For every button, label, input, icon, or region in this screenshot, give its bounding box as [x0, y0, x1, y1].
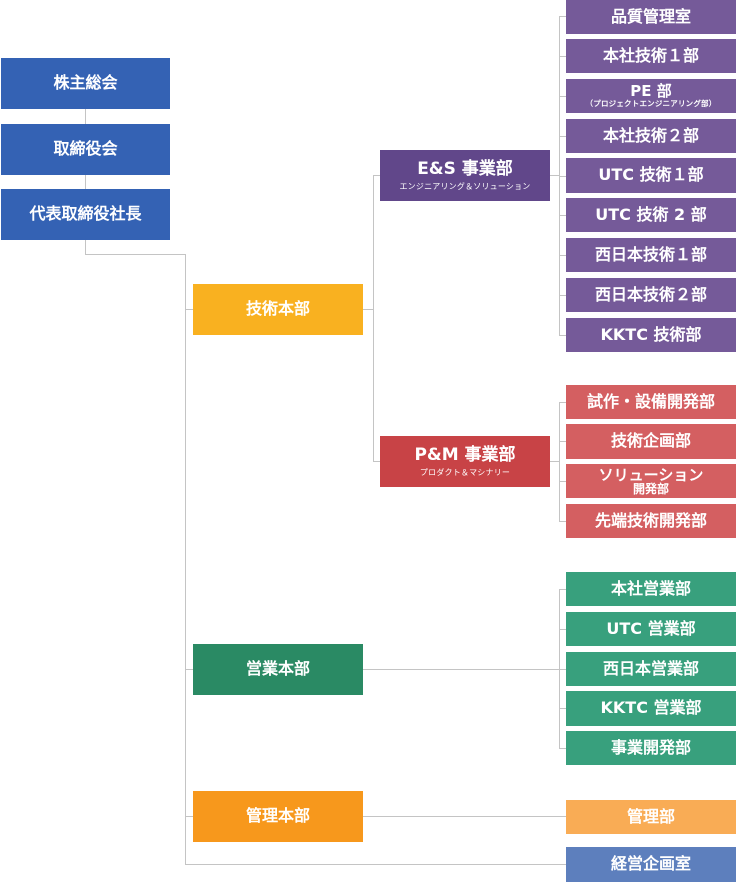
es-business-unit-box[interactable]: E&S 事業部 エンジニアリング＆ソリューション [380, 150, 550, 201]
es-business-unit-subtitle: エンジニアリング＆ソリューション [399, 181, 531, 191]
pm-dept-prototype-box[interactable]: 試作・設備開発部 [566, 385, 736, 419]
board-of-directors-box[interactable]: 取締役会 [1, 124, 170, 175]
dept-label: 管理部 [626, 806, 675, 826]
dept-label: 西日本技術２部 [594, 284, 707, 304]
connector [373, 461, 380, 462]
connector [185, 309, 193, 310]
connector [363, 669, 559, 670]
president-label: 代表取締役社長 [29, 204, 142, 224]
connector [373, 175, 374, 462]
dept-label: 試作・設備開発部 [586, 391, 715, 411]
tech-division-label: 技術本部 [245, 299, 310, 319]
connector [559, 176, 566, 177]
dept-label: 先端技術開発部 [594, 510, 707, 530]
connector [559, 402, 560, 521]
connector [559, 481, 566, 482]
connector [185, 669, 193, 670]
shareholders-meeting-box[interactable]: 株主総会 [1, 58, 170, 109]
connector [559, 521, 566, 522]
connector [559, 136, 566, 137]
es-dept-west-tech2-box[interactable]: 西日本技術２部 [566, 278, 736, 312]
dept-label: 品質管理室 [610, 6, 691, 26]
dept-label: 本社技術１部 [602, 45, 699, 65]
pm-dept-advanced-tech-box[interactable]: 先端技術開発部 [566, 504, 736, 538]
es-dept-hq-tech2-box[interactable]: 本社技術２部 [566, 119, 736, 153]
sales-division-box[interactable]: 営業本部 [193, 644, 363, 695]
pm-dept-tech-planning-box[interactable]: 技術企画部 [566, 424, 736, 459]
dept-label: 本社技術２部 [602, 125, 699, 145]
dept-label: KKTC 営業部 [600, 698, 702, 718]
dept-label: ソリューション [598, 465, 704, 484]
connector [373, 175, 380, 176]
connector [559, 96, 566, 97]
connector [559, 16, 566, 17]
dept-label: UTC 営業部 [606, 618, 696, 638]
shareholders-meeting-label: 株主総会 [53, 73, 118, 93]
admin-division-label: 管理本部 [245, 806, 310, 826]
dept-label: 経営企画室 [610, 854, 691, 874]
president-box[interactable]: 代表取締役社長 [1, 189, 170, 240]
dept-label: 本社営業部 [610, 578, 691, 598]
sales-dept-utc-box[interactable]: UTC 営業部 [566, 612, 736, 646]
pm-business-unit-title: P&M 事業部 [414, 445, 516, 466]
sales-dept-kktc-box[interactable]: KKTC 営業部 [566, 691, 736, 726]
tech-division-box[interactable]: 技術本部 [193, 284, 363, 335]
connector [85, 240, 86, 254]
connector [559, 56, 566, 57]
connector [559, 16, 560, 335]
connector [559, 589, 566, 590]
connector [559, 708, 566, 709]
connector [185, 816, 193, 817]
es-dept-pe-box[interactable]: PE 部 （プロジェクトエンジニアリング部） [566, 79, 736, 113]
pm-business-unit-subtitle: プロダクト＆マシナリー [419, 467, 511, 477]
dept-sublabel: （プロジェクトエンジニアリング部） [585, 99, 717, 109]
dept-label: 技術企画部 [610, 431, 691, 451]
pm-business-unit-box[interactable]: P&M 事業部 プロダクト＆マシナリー [380, 436, 550, 487]
connector [185, 254, 186, 864]
connector [363, 816, 566, 817]
dept-label: PE 部 [630, 82, 672, 101]
connector [85, 254, 185, 255]
connector [550, 175, 559, 176]
sales-dept-hq-box[interactable]: 本社営業部 [566, 572, 736, 606]
es-business-unit-title: E&S 事業部 [417, 159, 513, 180]
connector [559, 295, 566, 296]
board-of-directors-label: 取締役会 [53, 139, 118, 159]
pm-dept-solution-dev-box[interactable]: ソリューション 開発部 [566, 464, 736, 498]
sales-dept-business-dev-box[interactable]: 事業開発部 [566, 731, 736, 765]
sales-division-label: 営業本部 [245, 659, 310, 679]
dept-label: KKTC 技術部 [600, 324, 702, 344]
dept-label: UTC 技術 2 部 [595, 204, 707, 224]
es-dept-quality-box[interactable]: 品質管理室 [566, 0, 736, 34]
es-dept-utc-tech2-box[interactable]: UTC 技術 2 部 [566, 198, 736, 232]
admin-division-box[interactable]: 管理本部 [193, 791, 363, 842]
dept-label: UTC 技術１部 [598, 165, 704, 185]
es-dept-utc-tech1-box[interactable]: UTC 技術１部 [566, 158, 736, 193]
es-dept-west-tech1-box[interactable]: 西日本技術１部 [566, 238, 736, 272]
connector [559, 669, 566, 670]
connector [559, 629, 566, 630]
dept-label: 事業開発部 [610, 737, 691, 757]
connector [85, 175, 86, 189]
dept-label: 西日本技術１部 [594, 244, 707, 264]
es-dept-kktc-tech-box[interactable]: KKTC 技術部 [566, 318, 736, 352]
corporate-planning-box[interactable]: 経営企画室 [566, 847, 736, 882]
sales-dept-west-box[interactable]: 西日本営業部 [566, 652, 736, 686]
connector [559, 589, 560, 748]
connector [85, 108, 86, 124]
connector [550, 461, 559, 462]
connector [559, 215, 566, 216]
connector [363, 309, 373, 310]
dept-label: 西日本営業部 [602, 658, 699, 678]
admin-dept-box[interactable]: 管理部 [566, 800, 736, 834]
es-dept-hq-tech1-box[interactable]: 本社技術１部 [566, 39, 736, 73]
dept-label-line2: 開発部 [632, 481, 669, 496]
connector [559, 335, 566, 336]
connector [559, 748, 566, 749]
connector [185, 864, 566, 865]
connector [559, 402, 566, 403]
connector [559, 255, 566, 256]
connector [559, 441, 566, 442]
